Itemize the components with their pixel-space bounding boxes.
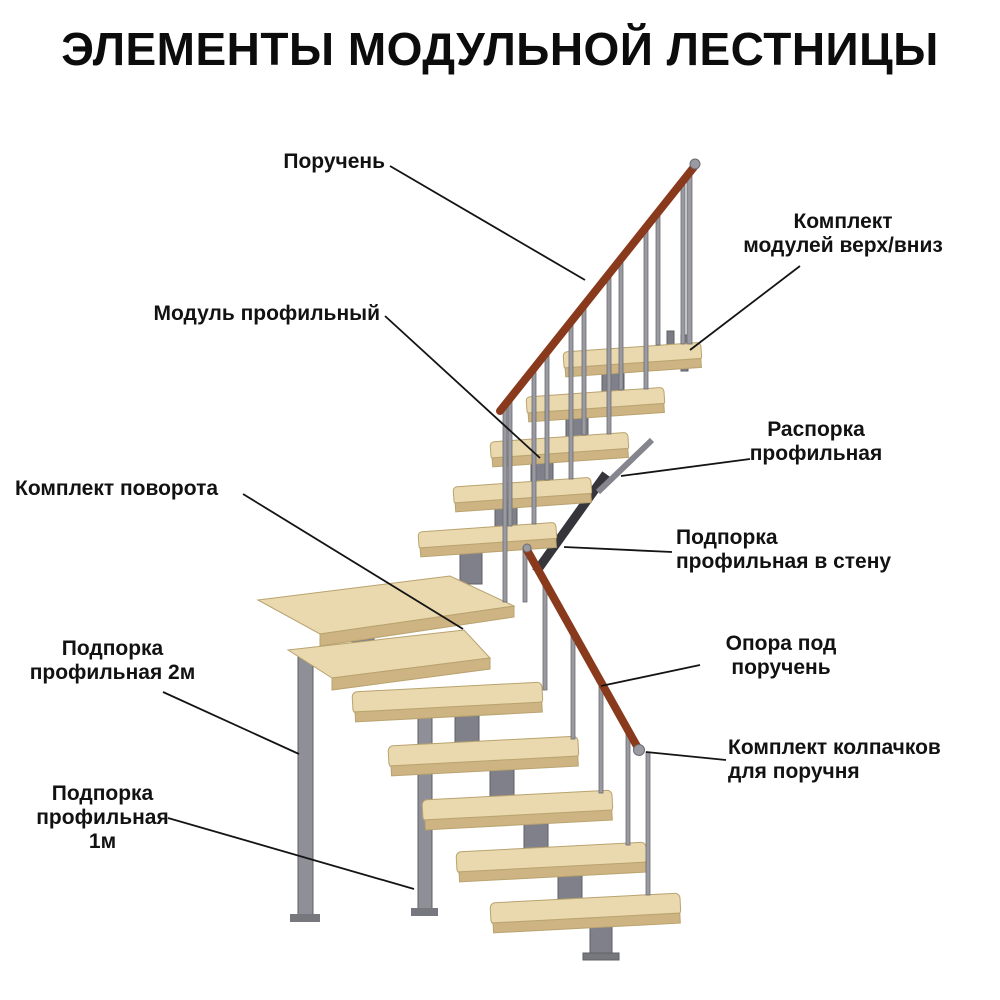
- leader-support-1m: [167, 817, 415, 890]
- tread: [417, 522, 558, 558]
- label-wall-support: Подпорка профильная в стену: [676, 526, 892, 574]
- label-handrail: Поручень: [283, 150, 385, 173]
- tread: [455, 841, 648, 883]
- label-caps-kit: Комплект колпачков для поручня: [728, 736, 941, 784]
- label-handrail-support: Опора под поручень: [725, 632, 837, 680]
- turn-platform-treads: [256, 575, 516, 691]
- label-turn-kit: Комплект поворота: [15, 477, 219, 500]
- baluster: [680, 179, 686, 345]
- leader-lines: [162, 165, 801, 890]
- baluster: [598, 680, 604, 794]
- tread: [421, 789, 614, 831]
- label-profile-module: Модуль профильный: [153, 302, 380, 325]
- leader-modules-kit: [689, 265, 801, 351]
- baluster: [618, 257, 624, 391]
- handrail-lower: [522, 543, 645, 756]
- baluster: [544, 350, 550, 481]
- handrail-post: [502, 403, 508, 603]
- leader-turn-kit: [242, 493, 464, 630]
- page-title: ЭЛЕМЕНТЫ МОДУЛЬНОЙ ЛЕСТНИЦЫ: [61, 23, 939, 75]
- handrail-cap-top: [522, 543, 532, 553]
- lower-flight-treads: [351, 681, 682, 934]
- baluster: [643, 225, 649, 390]
- leader-support-2m: [162, 691, 300, 755]
- upper-flight-treads: [417, 342, 703, 558]
- wedge-tread: [286, 629, 492, 691]
- handrail-cap: [689, 158, 701, 170]
- tread: [489, 432, 630, 468]
- handrail-cap: [633, 744, 645, 756]
- baluster: [606, 272, 612, 435]
- tread: [452, 477, 593, 513]
- tread: [525, 387, 666, 423]
- leader-caps-kit: [645, 751, 727, 761]
- leader-wall-support: [563, 546, 673, 553]
- baluster: [655, 210, 661, 346]
- leader-handrail: [389, 165, 586, 281]
- handrail-post: [686, 170, 693, 345]
- balusters-lower: [522, 547, 651, 896]
- leader-handrail-support: [600, 664, 701, 687]
- label-modules-kit: Комплект модулей верх/вниз: [743, 210, 943, 258]
- label-support-2m: Подпорка профильная 2м: [29, 637, 196, 685]
- baluster: [625, 729, 631, 846]
- support-leg-2m: [290, 649, 320, 922]
- handrail-upper: [496, 158, 701, 415]
- leader-profile-module: [384, 315, 541, 459]
- tread: [387, 735, 580, 777]
- baluster: [507, 396, 513, 527]
- label-spacer: Распорка профильная: [749, 418, 883, 466]
- baluster: [581, 303, 587, 436]
- leader-spacer: [620, 458, 751, 477]
- wedge-tread: [256, 575, 516, 647]
- tread: [489, 892, 682, 934]
- baluster: [645, 751, 651, 896]
- tread: [351, 681, 544, 723]
- baluster: [531, 366, 537, 525]
- label-support-1m: Подпорка профильная 1м: [36, 782, 169, 854]
- baluster: [568, 320, 574, 480]
- baluster: [542, 579, 548, 691]
- baluster: [570, 630, 576, 740]
- tread: [562, 342, 703, 378]
- profile-spacer: [595, 437, 655, 495]
- wall-strut: [532, 471, 610, 575]
